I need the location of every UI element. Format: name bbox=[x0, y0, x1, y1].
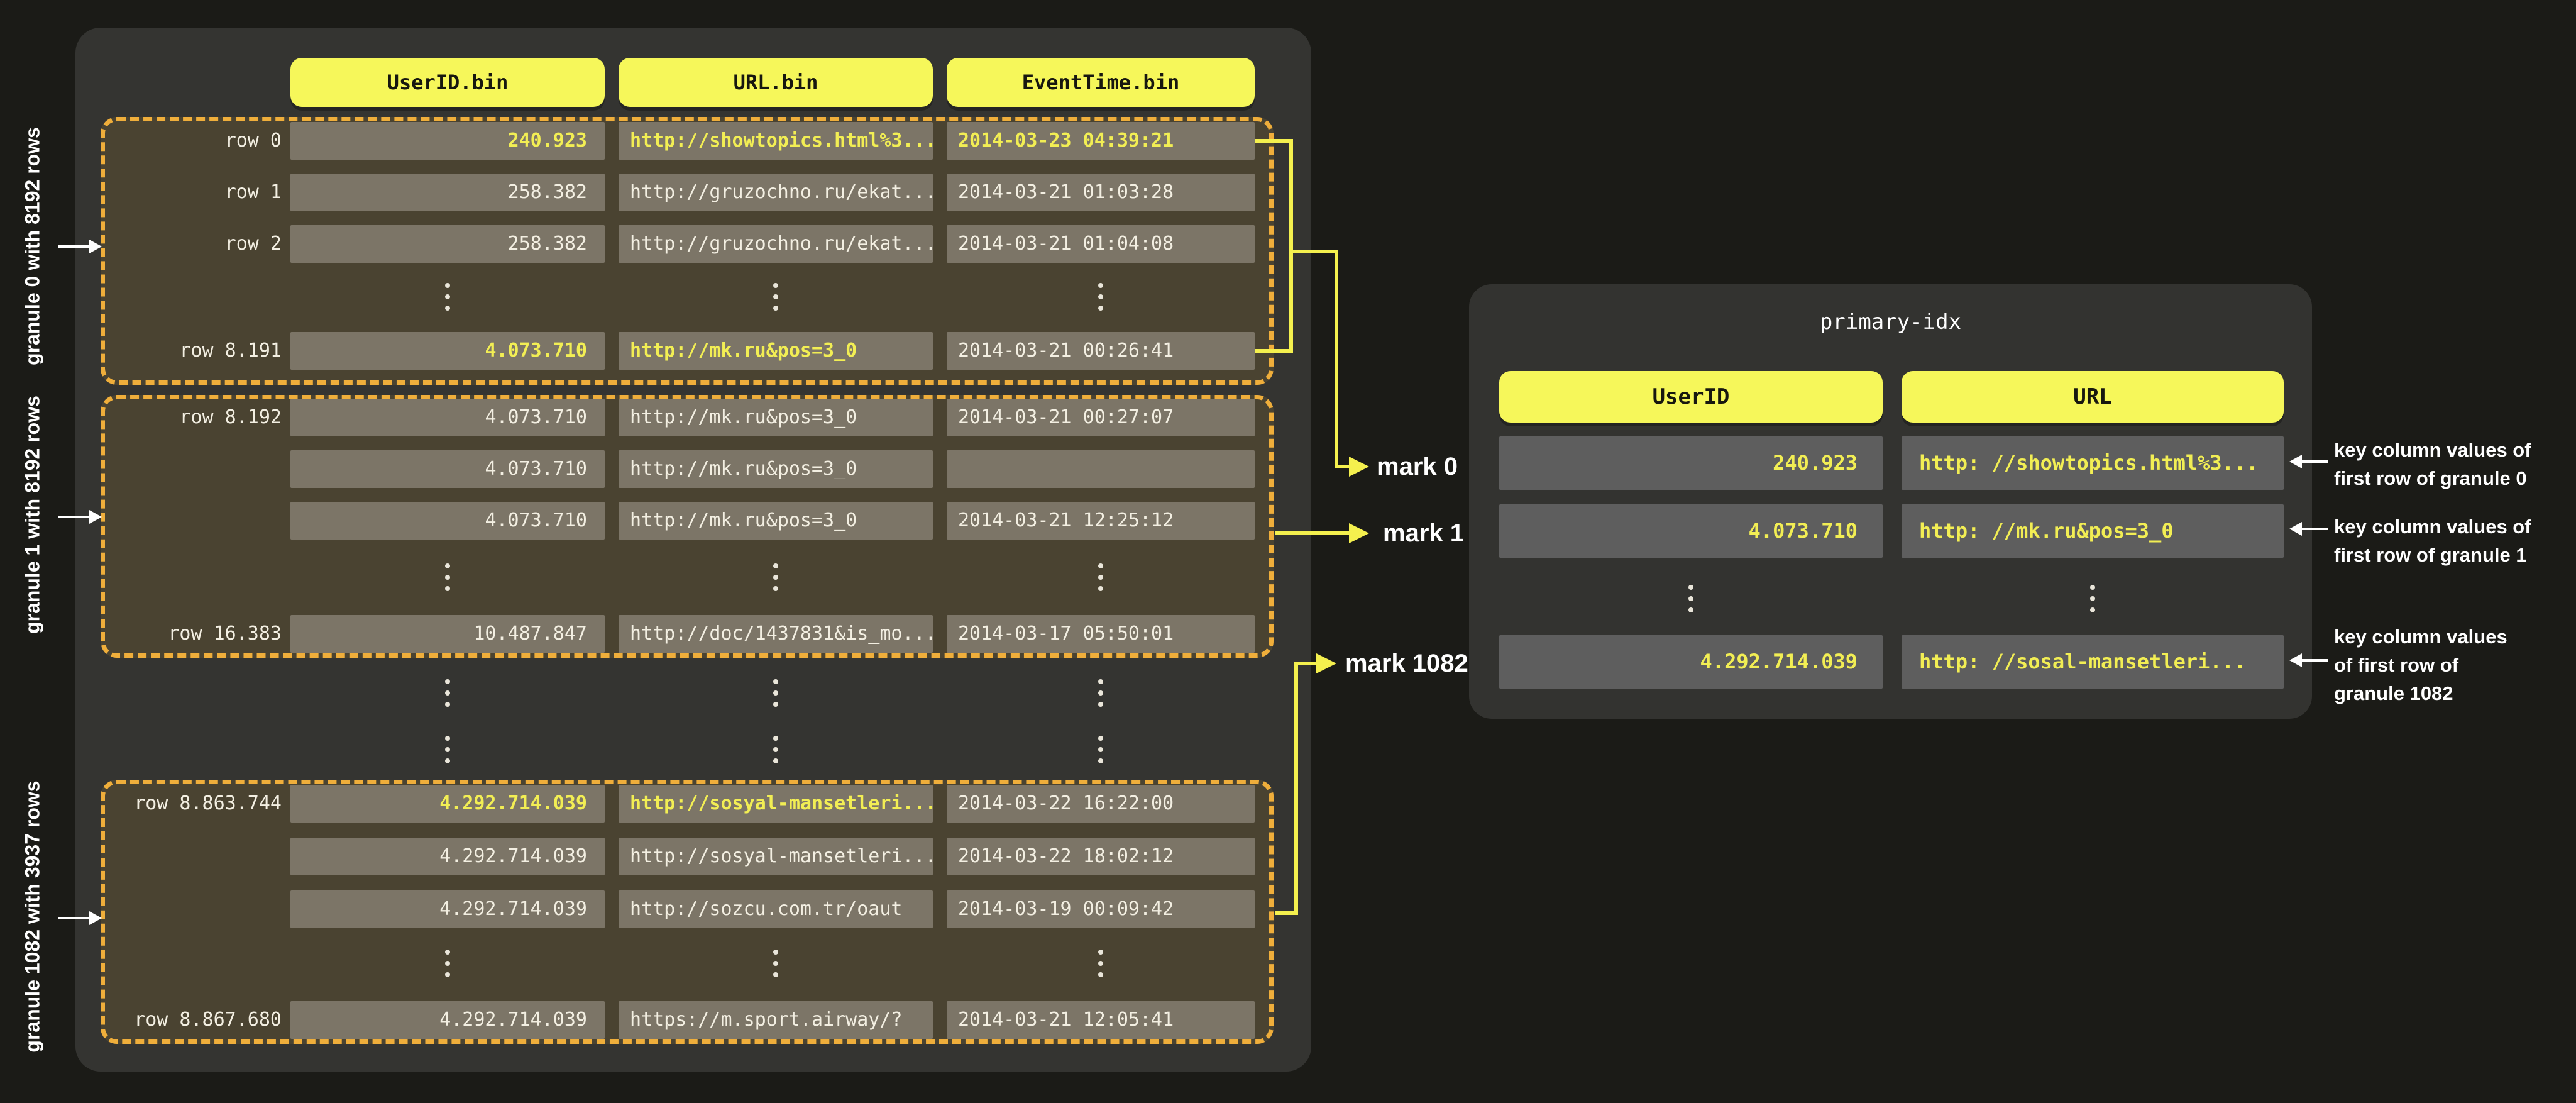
cell-url: http://mk.ru&pos=3_0 bbox=[619, 399, 933, 436]
vertical-ellipsis bbox=[1688, 585, 1693, 590]
cell-url: http://sozcu.com.tr/oaut bbox=[619, 890, 933, 928]
cell-url: http://sosyal-mansetleri... bbox=[619, 838, 933, 875]
vertical-ellipsis bbox=[1098, 679, 1103, 684]
cell-userid: 240.923 bbox=[290, 122, 605, 160]
cell-userid: 4.073.710 bbox=[290, 502, 605, 540]
vertical-ellipsis bbox=[1098, 736, 1103, 741]
annotation-line: key column values bbox=[2334, 626, 2507, 648]
annotation-granule-1082: key column values of first row of granul… bbox=[2334, 623, 2507, 707]
row-label: row 8.867.680 bbox=[134, 1009, 282, 1031]
index-cell-url: http: //showtopics.html%3... bbox=[1902, 436, 2284, 490]
row-label: row 0 bbox=[224, 130, 282, 152]
cell-url: http://mk.ru&pos=3_0 bbox=[619, 502, 933, 540]
primary-index-title: primary-idx bbox=[1819, 309, 1962, 335]
vertical-ellipsis bbox=[445, 950, 450, 955]
cell-userid: 10.487.847 bbox=[290, 615, 605, 653]
vertical-ellipsis bbox=[773, 736, 778, 741]
cell-userid: 258.382 bbox=[290, 174, 605, 211]
cell-userid: 258.382 bbox=[290, 225, 605, 263]
row-label: row 2 bbox=[224, 233, 282, 255]
cell-url: https://m.sport.airway/? bbox=[619, 1001, 933, 1039]
row-label: row 8.191 bbox=[179, 340, 282, 362]
annotation-granule-1: key column values of first row of granul… bbox=[2334, 513, 2531, 569]
column-header-url-bin: URL.bin bbox=[619, 58, 933, 107]
row-label: row 16.383 bbox=[168, 623, 282, 645]
cell-eventtime: 2014-03-22 18:02:12 bbox=[947, 838, 1255, 875]
granule-1-side-label: granule 1 with 8192 rows bbox=[21, 396, 44, 634]
cell-eventtime: 2014-03-23 04:39:21 bbox=[947, 122, 1255, 160]
column-header-label: URL.bin bbox=[733, 70, 818, 94]
mark-1-arrowhead-icon bbox=[1349, 523, 1369, 543]
annotation-granule-0: key column values of first row of granul… bbox=[2334, 436, 2531, 492]
cell-userid: 4.073.710 bbox=[290, 450, 605, 488]
annotation-line: first row of granule 1 bbox=[2334, 544, 2527, 566]
cell-eventtime: 2014-03-22 16:22:00 bbox=[947, 785, 1255, 823]
index-cell-url: http: //mk.ru&pos=3_0 bbox=[1902, 504, 2284, 558]
cell-url: http://mk.ru&pos=3_0 bbox=[619, 332, 933, 370]
vertical-ellipsis bbox=[773, 563, 778, 568]
row-label: row 8.192 bbox=[179, 406, 282, 428]
cell-userid: 4.292.714.039 bbox=[290, 1001, 605, 1039]
vertical-ellipsis bbox=[1098, 283, 1103, 288]
annotation-line: first row of granule 0 bbox=[2334, 467, 2527, 489]
row-label: row 1 bbox=[224, 181, 282, 203]
vertical-ellipsis bbox=[445, 563, 450, 568]
granule-1082-side-label: granule 1082 with 3937 rows bbox=[21, 780, 44, 1053]
vertical-ellipsis bbox=[2090, 585, 2095, 590]
annotation-line: key column values of bbox=[2334, 516, 2531, 538]
column-header-label: UserID bbox=[1652, 384, 1730, 409]
index-cell-userid: 4.073.710 bbox=[1499, 504, 1883, 558]
index-column-header-userid: UserID bbox=[1499, 371, 1883, 423]
annotation-line: of first row of bbox=[2334, 654, 2459, 676]
cell-userid: 4.073.710 bbox=[290, 399, 605, 436]
index-cell-userid: 4.292.714.039 bbox=[1499, 635, 1883, 689]
cell-userid: 4.292.714.039 bbox=[290, 838, 605, 875]
vertical-ellipsis bbox=[1098, 563, 1103, 568]
vertical-ellipsis bbox=[773, 950, 778, 955]
cell-url: http://mk.ru&pos=3_0 bbox=[619, 450, 933, 488]
cell-eventtime: 2014-03-21 00:27:07 bbox=[947, 399, 1255, 436]
data-part-panel: UserID.bin URL.bin EventTime.bin row 0 2… bbox=[75, 28, 1311, 1072]
cell-url: http://showtopics.html%3... bbox=[619, 122, 933, 160]
annotation-line: key column values of bbox=[2334, 439, 2531, 461]
cell-url: http://gruzochno.ru/ekat... bbox=[619, 225, 933, 263]
column-header-label: UserID.bin bbox=[387, 70, 509, 94]
vertical-ellipsis bbox=[445, 283, 450, 288]
column-header-userid-bin: UserID.bin bbox=[290, 58, 605, 107]
cell-eventtime: 2014-03-21 00:26:41 bbox=[947, 332, 1255, 370]
mark-0-arrowhead-icon bbox=[1349, 457, 1369, 477]
cell-url: http://sosyal-mansetleri... bbox=[619, 785, 933, 823]
cell-url: http://gruzochno.ru/ekat... bbox=[619, 174, 933, 211]
vertical-ellipsis bbox=[445, 736, 450, 741]
cell-userid: 4.073.710 bbox=[290, 332, 605, 370]
mark-1082-label: mark 1082 bbox=[1345, 650, 1468, 677]
cell-userid: 4.292.714.039 bbox=[290, 785, 605, 823]
cell-eventtime: 2014-03-21 12:25:12 bbox=[947, 502, 1255, 540]
column-header-label: EventTime.bin bbox=[1021, 70, 1180, 94]
mark-0-label: mark 0 bbox=[1377, 453, 1458, 480]
cell-eventtime: 2014-03-21 12:05:41 bbox=[947, 1001, 1255, 1039]
cell-eventtime: 2014-03-19 00:09:42 bbox=[947, 890, 1255, 928]
vertical-ellipsis bbox=[1098, 950, 1103, 955]
cell-eventtime: 2014-03-17 05:50:01 bbox=[947, 615, 1255, 653]
mark-1-label: mark 1 bbox=[1383, 519, 1464, 547]
index-column-header-url: URL bbox=[1902, 371, 2284, 423]
cell-userid: 4.292.714.039 bbox=[290, 890, 605, 928]
index-cell-userid: 240.923 bbox=[1499, 436, 1883, 490]
cell-eventtime-empty bbox=[947, 450, 1255, 488]
mark-1082-arrowhead-icon bbox=[1316, 653, 1336, 673]
column-header-eventtime-bin: EventTime.bin bbox=[947, 58, 1255, 107]
annotation-line: granule 1082 bbox=[2334, 682, 2453, 704]
cell-eventtime: 2014-03-21 01:03:28 bbox=[947, 174, 1255, 211]
index-cell-url: http: //sosal-mansetleri... bbox=[1902, 635, 2284, 689]
row-label: row 8.863.744 bbox=[134, 792, 282, 814]
vertical-ellipsis bbox=[445, 679, 450, 684]
column-header-label: URL bbox=[2073, 384, 2112, 409]
primary-index-panel: primary-idx UserID URL 240.923 http: //s… bbox=[1469, 284, 2312, 719]
vertical-ellipsis bbox=[773, 283, 778, 288]
cell-eventtime: 2014-03-21 01:04:08 bbox=[947, 225, 1255, 263]
vertical-ellipsis bbox=[773, 679, 778, 684]
cell-url: http://doc/1437831&is_mo... bbox=[619, 615, 933, 653]
